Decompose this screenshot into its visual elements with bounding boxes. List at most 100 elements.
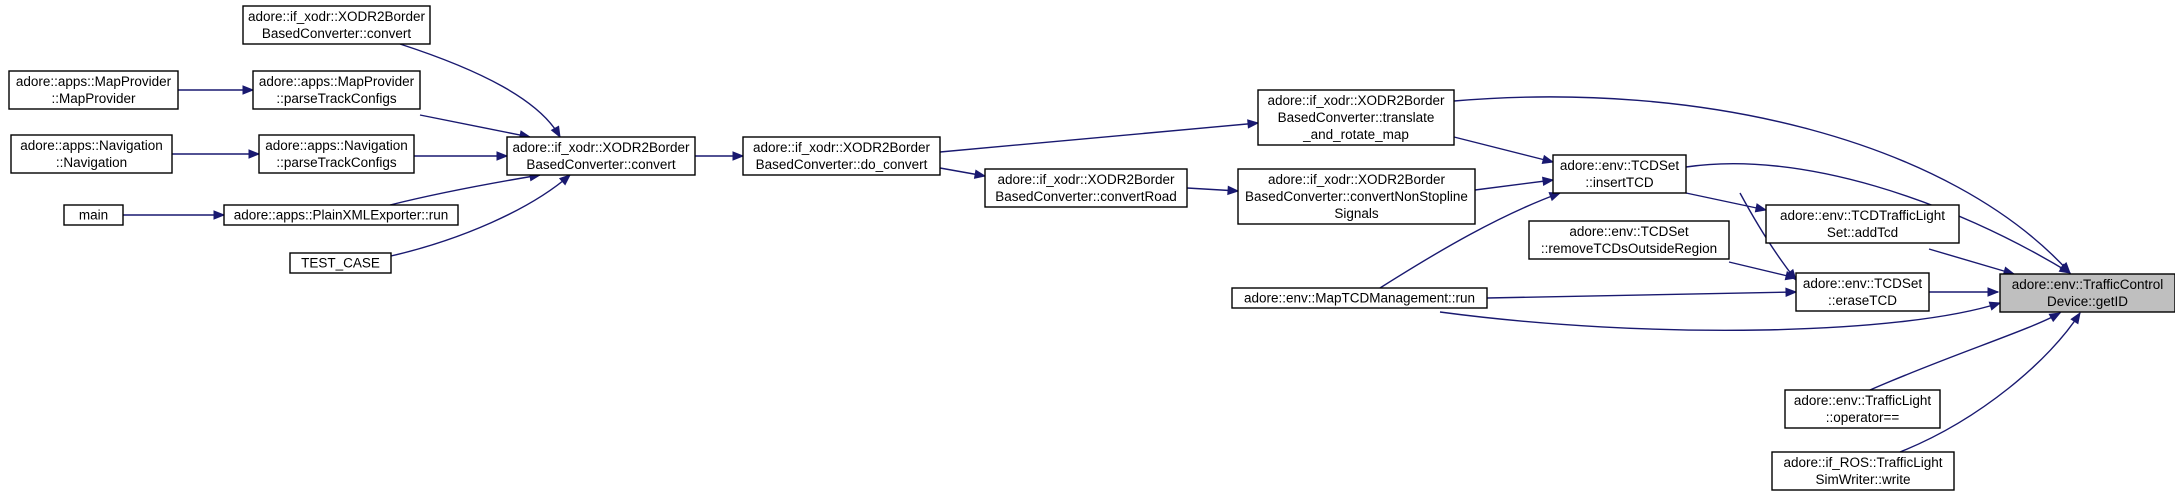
arrowhead [1247, 119, 1260, 129]
node-convertRoad[interactable]: adore::if_xodr::XODR2BorderBasedConverte… [984, 168, 1188, 208]
node-box [258, 134, 415, 174]
arrowhead [558, 174, 572, 186]
edge-line [1453, 96, 2071, 274]
node-translateRotate[interactable]: adore::if_xodr::XODR2BorderBasedConverte… [1257, 89, 1455, 146]
node-label-line: BasedConverter::convert [262, 26, 412, 41]
node-convertMain[interactable]: adore::if_xodr::XODR2BorderBasedConverte… [506, 136, 696, 176]
node-label-line: ::Navigation [56, 155, 127, 170]
node-label-line: adore::env::TCDSet [1803, 276, 1923, 291]
node-label-line: adore::if_xodr::XODR2Border [1267, 93, 1445, 108]
edge-line [1869, 312, 2061, 391]
node-box [1999, 273, 2175, 313]
edge-addTcd-to-getID [1928, 248, 2016, 276]
node-convertNonStopline[interactable]: adore::if_xodr::XODR2BorderBasedConverte… [1237, 168, 1476, 225]
edge-line [390, 174, 571, 257]
node-navCtor[interactable]: adore::apps::Navigation::Navigation [10, 134, 173, 174]
node-testCase[interactable]: TEST_CASE [289, 252, 392, 274]
node-box [63, 204, 124, 226]
node-box [742, 136, 941, 176]
node-box [1552, 154, 1687, 194]
node-label-line: adore::if_xodr::XODR2Border [753, 140, 931, 155]
arrowhead [1988, 301, 2002, 311]
node-convertTop[interactable]: adore::if_xodr::XODR2BorderBasedConverte… [242, 5, 431, 45]
node-box [984, 168, 1188, 208]
node-mpParse[interactable]: adore::apps::MapProvider::parseTrackConf… [252, 70, 421, 110]
edge-navCtor-to-navParse [172, 149, 261, 159]
arrowhead [1784, 270, 1798, 281]
arrowhead [1227, 185, 1240, 196]
edge-eraseTCD-to-getID [1929, 287, 2000, 297]
edge-line [1486, 291, 1797, 299]
edge-simWriter-to-getID [1899, 311, 2081, 453]
node-insertTCD[interactable]: adore::env::TCDSet::insertTCD [1552, 154, 1687, 194]
arrowhead [2059, 262, 2071, 274]
node-label-line: BasedConverter::translate [1278, 110, 1435, 125]
edge-doConvert-to-translateRotate [939, 119, 1260, 153]
node-mpCtor[interactable]: adore::apps::MapProvider::MapProvider [8, 70, 179, 110]
node-main[interactable]: main [63, 204, 124, 226]
node-label-line: ::insertTCD [1585, 175, 1654, 190]
edge-line [939, 122, 1259, 153]
node-label-line: Signals [1334, 206, 1379, 221]
node-label-line: adore::env::MapTCDManagement::run [1244, 291, 1475, 306]
node-box [1237, 168, 1476, 225]
node-label-line: main [79, 208, 108, 223]
node-box [1771, 451, 1955, 491]
edge-line [1928, 248, 2015, 275]
node-label-line: adore::if_xodr::XODR2Border [248, 9, 426, 24]
node-box [8, 70, 179, 110]
node-label-line: adore::apps::Navigation [20, 138, 163, 153]
arrowhead [2070, 311, 2081, 325]
edge-translateRotate-to-insertTCD [1453, 136, 1555, 164]
node-removeTCDs[interactable]: adore::env::TCDSet::removeTCDsOutsideReg… [1528, 220, 1730, 260]
node-trafficLightEq[interactable]: adore::env::TrafficLight::operator== [1784, 389, 1941, 429]
node-label-line: adore::env::TCDSet [1560, 158, 1680, 173]
nodes-layer: adore::env::TrafficControlDevice::getIDa… [8, 5, 2175, 491]
node-label-line: ::MapProvider [51, 91, 136, 106]
edge-line [1379, 192, 1561, 289]
edge-mpCtor-to-mpParse [178, 85, 255, 95]
node-eraseTCD[interactable]: adore::env::TCDSet::eraseTCD [1795, 272, 1930, 312]
node-simWriter[interactable]: adore::if_ROS::TrafficLightSimWriter::wr… [1771, 451, 1955, 491]
node-label-line: BasedConverter::do_convert [756, 157, 928, 172]
edge-line [1439, 302, 2001, 331]
edge-convertMain-to-doConvert [695, 151, 745, 161]
edge-line [1899, 312, 2081, 453]
node-label-line: _and_rotate_map [1302, 127, 1409, 142]
edge-testCase-to-convertMain [390, 174, 572, 257]
node-doConvert[interactable]: adore::if_xodr::XODR2BorderBasedConverte… [742, 136, 941, 176]
node-plainRun[interactable]: adore::apps::PlainXMLExporter::run [223, 204, 459, 226]
edge-convertRoad-to-convertNonStopline [1186, 185, 1240, 196]
edge-mapTcdRun-to-eraseTCD [1486, 287, 1798, 299]
node-label-line: ::parseTrackConfigs [276, 155, 397, 170]
node-box [1795, 272, 1930, 312]
node-label-line: adore::apps::MapProvider [259, 74, 415, 89]
node-label-line: adore::env::TrafficLight [1794, 393, 1932, 408]
node-mapTcdRun[interactable]: adore::env::MapTCDManagement::run [1231, 287, 1488, 309]
node-label-line: BasedConverter::convert [526, 157, 676, 172]
edge-navParse-to-convertMain [414, 151, 509, 161]
edge-removeTCDs-to-eraseTCD [1728, 261, 1798, 281]
edge-mpParse-to-convertMain [419, 114, 532, 140]
node-label-line: ::removeTCDsOutsideRegion [1541, 241, 1717, 256]
node-box [242, 5, 431, 45]
arrowhead [1542, 176, 1555, 186]
arrowhead [213, 210, 226, 220]
arrowhead [973, 169, 987, 179]
arrowhead [1548, 192, 1562, 202]
edge-trafficLightEq-to-getID [1869, 312, 2062, 391]
node-label-line: ::operator== [1826, 410, 1900, 425]
edge-plainRun-to-convertMain [389, 172, 542, 206]
node-label-line: BasedConverter::convertRoad [995, 189, 1177, 204]
node-box [223, 204, 459, 226]
node-label-line: SimWriter::write [1815, 472, 1910, 487]
edge-mapTcdRun-to-getID [1439, 301, 2002, 331]
arrowhead [1754, 203, 1768, 213]
node-label-line: adore::if_xodr::XODR2Border [997, 172, 1175, 187]
arrowhead [2048, 312, 2062, 323]
node-navParse[interactable]: adore::apps::Navigation::parseTrackConfi… [258, 134, 415, 174]
node-label-line: BasedConverter::convertNonStopline [1245, 189, 1468, 204]
